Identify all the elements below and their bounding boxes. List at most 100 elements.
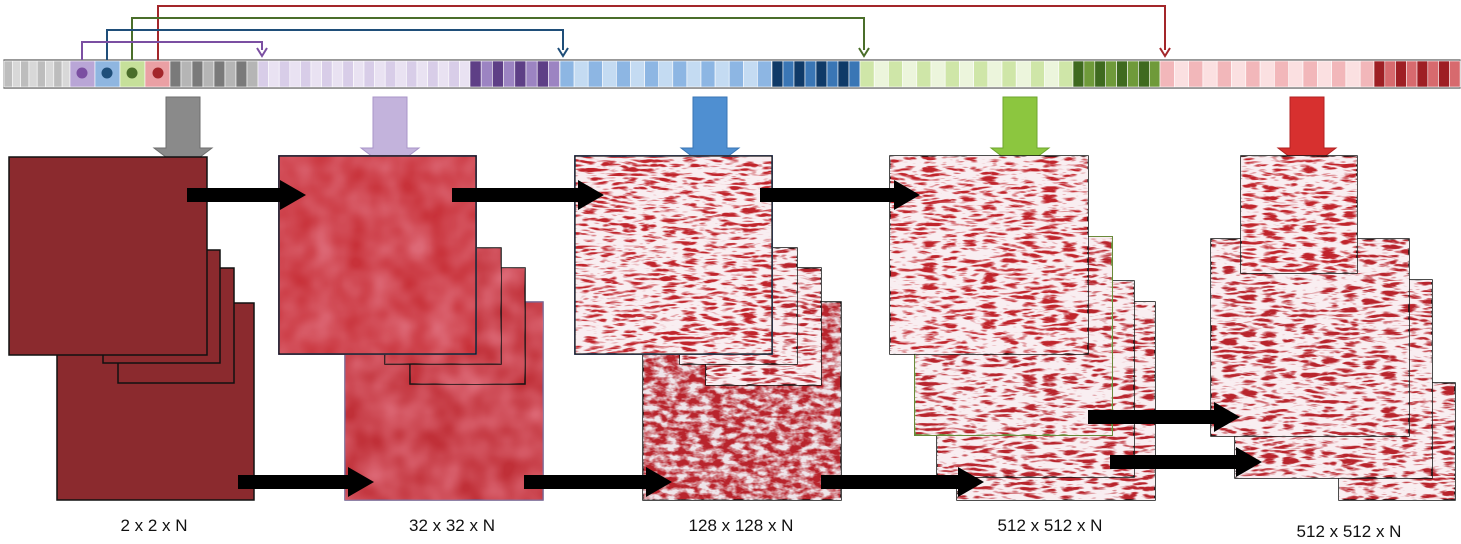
strip-cell	[826, 60, 839, 88]
strip-cell	[1015, 60, 1031, 88]
flow-arrows	[187, 180, 1262, 497]
strip-cell	[728, 60, 744, 88]
strip-cell	[1188, 60, 1204, 88]
strip-cell	[587, 60, 603, 88]
strip-cell	[888, 60, 903, 88]
strip-cell	[1274, 60, 1290, 88]
stage-32x32-stack	[278, 155, 544, 501]
flow-arrow-icon	[1110, 447, 1262, 477]
strip-cell	[235, 60, 248, 88]
strip-cell	[36, 60, 46, 88]
strip-cell	[448, 60, 460, 88]
strip-cell	[559, 60, 575, 88]
strip-cell	[525, 60, 538, 88]
strip-cell	[180, 60, 193, 88]
strip-cell	[492, 60, 504, 88]
strip-cell	[406, 60, 418, 88]
strip-cell	[278, 60, 291, 88]
strip-cell	[848, 60, 861, 88]
strip-cell	[1174, 60, 1189, 88]
strip-cell	[916, 60, 932, 88]
strip-cell	[1288, 60, 1304, 88]
strip-cell	[1345, 60, 1361, 88]
strip-cell	[930, 60, 946, 88]
strip-cell	[353, 60, 365, 88]
flow-arrow-icon	[187, 180, 306, 210]
strip-cell	[1231, 60, 1247, 88]
strip-cell	[1116, 60, 1128, 88]
strip-cell	[1127, 60, 1139, 88]
node-blue-icon	[101, 67, 113, 79]
node-green-icon	[126, 67, 138, 79]
strip-cell	[700, 60, 716, 88]
strip-cell	[944, 60, 960, 88]
strip-cell	[1416, 60, 1429, 88]
strip-cell	[1259, 60, 1275, 88]
strip-cell	[514, 60, 527, 88]
strip-cell	[169, 60, 182, 88]
strip-cell	[742, 60, 758, 88]
strip-cell	[815, 60, 828, 88]
strip-cell	[548, 60, 560, 88]
strip-cell	[804, 60, 817, 88]
strip-cell	[644, 60, 659, 88]
connector-purple	[81, 41, 263, 60]
strip-cell	[300, 60, 312, 88]
strip-cell	[1058, 60, 1074, 88]
connector-red	[157, 5, 1166, 60]
strip-cell	[268, 60, 280, 88]
skip-connectors	[76, 5, 1171, 79]
strip-cell	[601, 60, 617, 88]
strip-cell	[837, 60, 850, 88]
strip-cell	[1384, 60, 1396, 88]
strip-cell	[1331, 60, 1347, 88]
strip-cell	[1105, 60, 1117, 88]
stage-label-32x32: 32 x 32 x N	[409, 516, 495, 535]
node-purple-icon	[76, 67, 88, 79]
strip-cell	[363, 60, 375, 88]
strip-cell	[658, 60, 674, 88]
stage-128x128-stack	[574, 155, 842, 501]
strip-cell	[987, 60, 1003, 88]
strip-cell	[1373, 60, 1386, 88]
flow-arrow-icon	[760, 180, 920, 210]
strip-cell	[1395, 60, 1407, 88]
strip-cell	[1072, 60, 1085, 88]
strip-cell	[427, 60, 439, 88]
strip-cell	[374, 60, 386, 88]
strip-cell	[3, 60, 13, 88]
strip-cell	[902, 60, 918, 88]
strip-cell	[469, 60, 482, 88]
strip-cell	[616, 60, 631, 88]
strip-cell	[630, 60, 645, 88]
strip-cell	[1202, 60, 1218, 88]
strip-cell	[1138, 60, 1150, 88]
strip-cell	[257, 60, 269, 88]
stage-label-512x512-a: 512 x 512 x N	[997, 516, 1103, 535]
strip-cell	[246, 60, 259, 88]
strip-cell	[53, 60, 63, 88]
strip-cell	[771, 60, 784, 88]
strip-cell	[1427, 60, 1439, 88]
flow-arrow-icon	[452, 180, 604, 210]
strip-cell	[416, 60, 428, 88]
strip-cell	[202, 60, 215, 88]
strip-cell	[1094, 60, 1107, 88]
strip-cell	[959, 60, 974, 88]
strip-cell	[224, 60, 237, 88]
strip-cell	[437, 60, 450, 88]
strip-cell	[793, 60, 806, 88]
strip-cell	[1216, 60, 1232, 88]
stage-label-128x128: 128 x 128 x N	[688, 516, 794, 535]
strip-cell	[45, 60, 55, 88]
stage-512x512-stack-b	[1210, 155, 1456, 501]
flow-arrow-icon	[821, 467, 984, 497]
flow-arrow-icon	[238, 467, 374, 497]
strip-cell	[714, 60, 730, 88]
flow-arrow-icon	[524, 467, 672, 497]
strip-cell	[1449, 60, 1461, 88]
strip-cell	[28, 60, 38, 88]
strip-cell	[1438, 60, 1450, 88]
strip-cell	[1083, 60, 1096, 88]
strip-cell	[12, 60, 21, 88]
